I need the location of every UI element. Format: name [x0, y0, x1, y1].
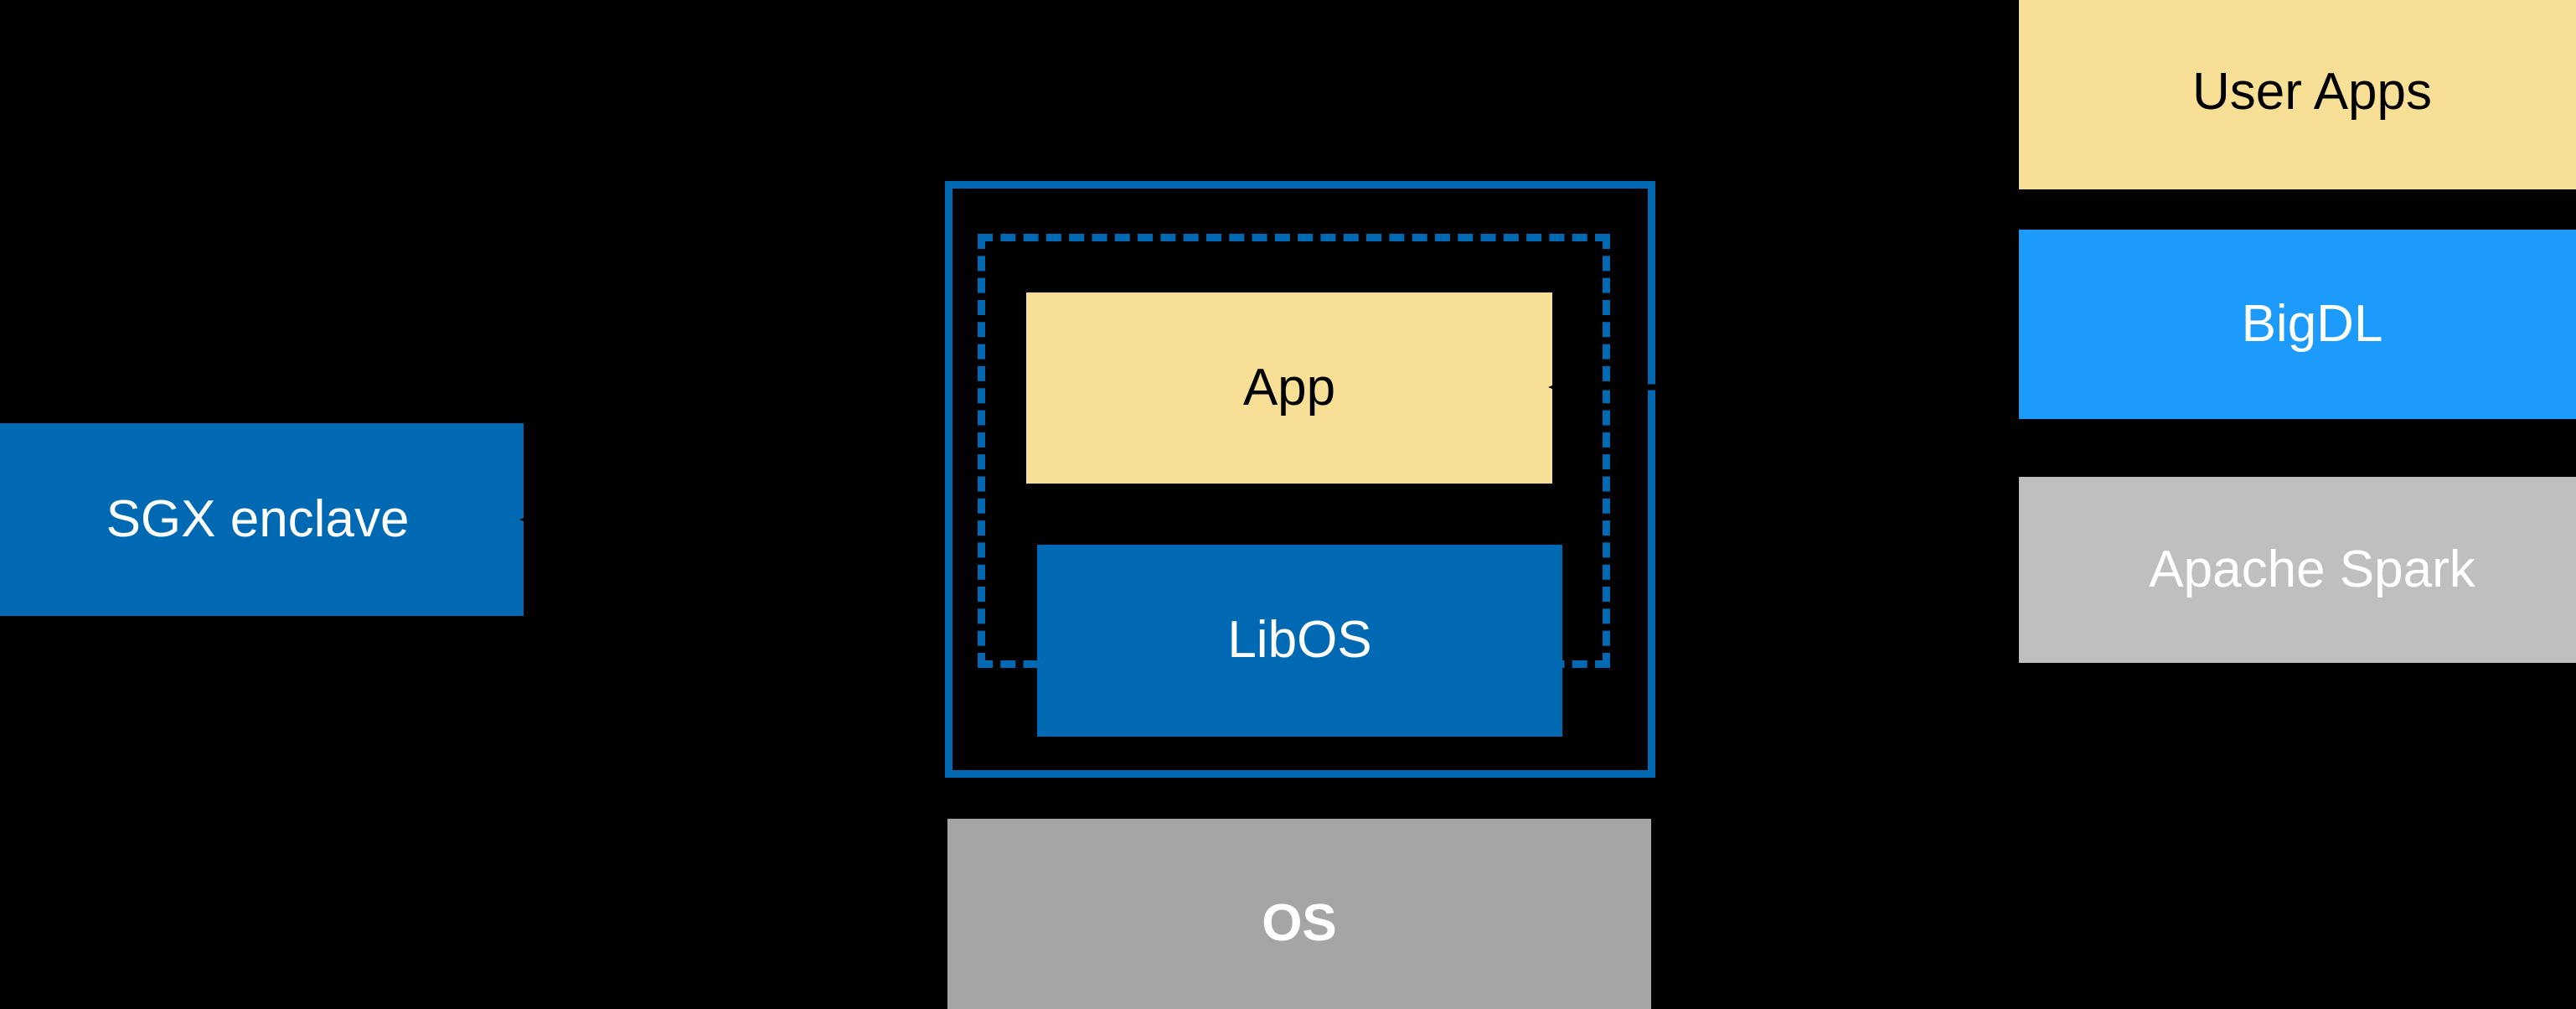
- user-apps-label: User Apps: [2191, 62, 2433, 121]
- enclave-solid-frame: [945, 181, 1655, 778]
- bigdl-label: BigDL: [2241, 294, 2383, 353]
- app-box: App: [1026, 292, 1552, 484]
- os-box: OS: [947, 819, 1651, 1009]
- os-label: OS: [1262, 893, 1337, 952]
- connector-sgx-enclave-to-frame: [519, 513, 942, 526]
- apache-spark-label: Apache Spark: [2149, 540, 2475, 598]
- libos-box: LibOS: [1037, 545, 1562, 737]
- libos-label: LibOS: [1227, 611, 1372, 670]
- app-label: App: [1242, 358, 1336, 417]
- sgx-enclave-box: SGX enclave: [0, 423, 524, 616]
- bigdl-box: BigDL: [2019, 230, 2576, 419]
- apache-spark-box: Apache Spark: [2019, 477, 2576, 663]
- sgx-enclave-label: SGX enclave: [106, 489, 410, 548]
- user-apps-box: User Apps: [2019, 0, 2576, 189]
